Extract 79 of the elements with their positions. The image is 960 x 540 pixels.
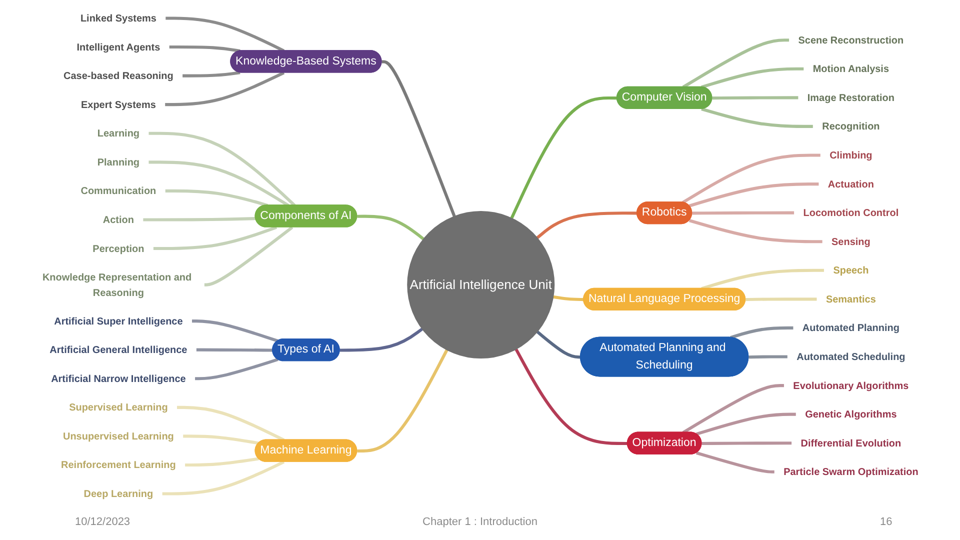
connector [162,460,285,496]
connector [143,216,256,222]
connector [682,154,820,204]
node-text: Scene Reconstruction [798,34,904,46]
connector [169,45,240,53]
connector [510,96,618,219]
node-text: Intelligent Agents [76,41,160,53]
node-text: Artificial Narrow Intelligence [51,372,186,384]
node-text: Sensing [832,236,870,248]
connector [701,108,813,128]
connector [696,412,796,436]
node-text: Differential Evolution [800,437,902,449]
connector [357,214,424,240]
connector [357,349,448,452]
connector [514,348,628,446]
node-text: Evolutionary Algorithms [793,380,909,392]
connector [183,434,259,445]
connector [553,295,584,302]
node-text: Planning [97,156,140,168]
node-text: Unsupervised Learning [62,430,174,442]
connector [195,358,278,380]
node-text: Automated Planning [802,322,900,334]
connector [182,71,240,78]
node-text: Semantics [826,293,876,305]
connector [192,320,278,342]
node-text: Linked Systems [80,12,156,24]
node-text: Expert Systems [81,98,156,110]
node-text: Communication [80,184,156,197]
node-text: Actuation [828,178,874,190]
node-text: Learning [97,127,140,139]
node-text: Reinforcement Learning [61,459,176,471]
date-text: 10/12/2023 [75,516,130,528]
node-text: Image Restoration [807,92,894,104]
connector [712,96,798,100]
footer-text: Chapter 1 : Introduction [422,516,538,528]
node-text: Action [102,214,134,226]
connector [536,330,581,359]
connector [165,189,268,207]
connector [730,326,794,340]
connector [204,226,294,286]
node-text: Speech [833,264,869,276]
connector [185,457,259,467]
connector [177,406,285,442]
connector [682,384,784,434]
page-number: 16 [880,516,892,528]
node-text: Locomotion Control [803,206,899,218]
node-text: Deep Learning [84,488,154,500]
connector [166,16,285,52]
node-text: Recognition [822,120,880,132]
node-text: Automated Scheduling [796,350,906,362]
connector [165,71,285,106]
node-text: Motion Analysis [812,62,890,74]
node-text: Supervised Learning [69,401,168,413]
node-text: Knowledge Representation and Reasoning [42,271,192,298]
connector [196,348,273,352]
connector [701,67,804,89]
node-text: Climbing [830,149,872,161]
node-text: Particle Swarm Optimization [784,466,918,478]
connector [382,60,456,217]
node-text: Case-based Reasoning [64,70,174,82]
node-text: Artificial Super Intelligence [54,315,183,327]
node-text: Artificial General Intelligence [50,344,188,356]
node-circle: Artificial Intelligence Unit [407,211,555,359]
connector [148,132,296,207]
connector [340,328,424,352]
connector [682,38,790,88]
node-text: Genetic Algorithms [805,408,897,420]
connector [696,451,774,474]
node-text: Perception [92,242,144,254]
connector [148,160,290,207]
connector [153,226,278,250]
connector [692,211,794,215]
connector [701,268,824,290]
connector [536,212,638,240]
connector [702,442,792,446]
connector [688,219,822,244]
connector [748,355,788,359]
connector [746,298,817,302]
connector [688,182,819,208]
